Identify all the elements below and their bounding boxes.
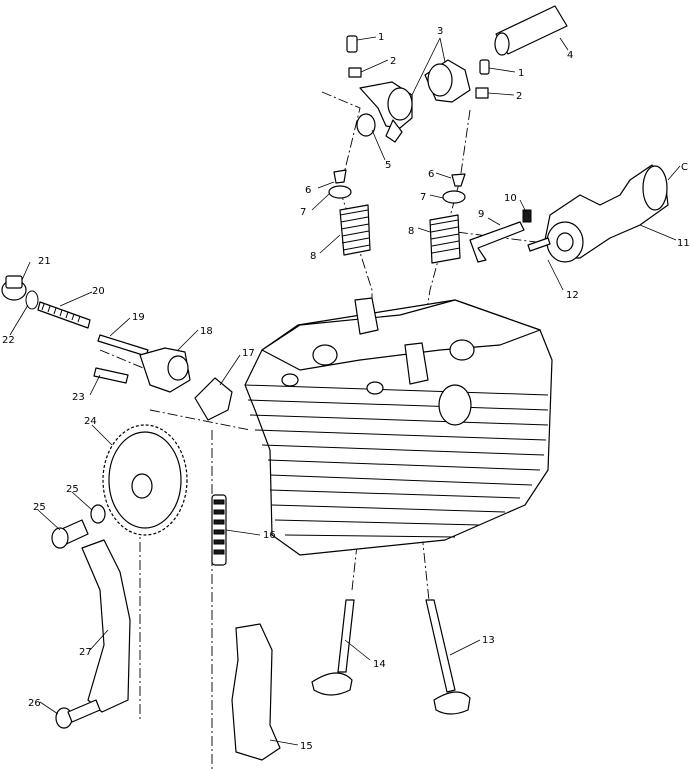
- sprocket-bolt: [51, 504, 106, 549]
- tensioner-parts: [1, 275, 233, 421]
- callout-7-right: 7: [420, 192, 426, 203]
- callout-17: 17: [242, 348, 255, 359]
- callout-11: 11: [677, 238, 690, 249]
- callout-6-left: 6: [305, 185, 311, 196]
- callout-25-lower: 25: [33, 502, 46, 513]
- rocker-arm-assembly: [359, 59, 471, 143]
- callout-8-right: 8: [408, 226, 414, 237]
- callout-4: 4: [567, 50, 573, 61]
- cam-sprocket: [102, 424, 188, 536]
- cylinder-head: [244, 297, 553, 556]
- callout-2-top: 2: [390, 56, 396, 67]
- callout-8-left: 8: [310, 251, 316, 262]
- guide-bolt: [55, 699, 101, 729]
- leader-lines: [9, 36, 681, 746]
- callout-1-top: 1: [378, 32, 384, 43]
- callout-19: 19: [132, 312, 145, 323]
- callout-12: 12: [566, 290, 579, 301]
- callout-20: 20: [92, 286, 105, 297]
- tensioner-blade: [231, 623, 281, 761]
- callout-24: 24: [84, 416, 97, 427]
- camshaft-pin: [527, 237, 551, 252]
- callout-26: 26: [28, 698, 41, 709]
- callout-21: 21: [38, 256, 51, 267]
- callout-14: 14: [373, 659, 386, 670]
- decompression-lever: [469, 221, 525, 263]
- callout-13: 13: [482, 635, 495, 646]
- valve-retainers: [328, 169, 466, 204]
- callout-9: 9: [478, 209, 484, 220]
- callout-6-right: 6: [428, 169, 434, 180]
- chain-guide: [81, 539, 131, 713]
- callout-c: C: [681, 162, 688, 173]
- callout-16: 16: [263, 530, 276, 541]
- callout-27: 27: [79, 647, 92, 658]
- camshaft: [544, 164, 669, 263]
- callout-25-upper: 25: [66, 484, 79, 495]
- callout-2-right: 2: [516, 91, 522, 102]
- callout-labels: 1 2 3 4 1 2 5 6 6 7 7 8 8 9 10 11 C 12 2…: [2, 26, 690, 752]
- callout-18: 18: [200, 326, 213, 337]
- callout-3: 3: [437, 26, 443, 37]
- valve-springs: [339, 204, 461, 264]
- valves: [311, 599, 471, 715]
- callout-5: 5: [385, 160, 391, 171]
- callout-22: 22: [2, 335, 15, 346]
- callout-7-left: 7: [300, 207, 306, 218]
- callout-23: 23: [72, 392, 85, 403]
- callout-15: 15: [300, 741, 313, 752]
- callout-10: 10: [504, 193, 517, 204]
- cam-chain: [211, 494, 227, 566]
- rocker-shaft: [494, 5, 568, 56]
- rocker-washer: [356, 113, 376, 137]
- adjusting-screws: [346, 35, 490, 99]
- callout-1-right: 1: [518, 68, 524, 79]
- decompression-spring: [522, 209, 532, 223]
